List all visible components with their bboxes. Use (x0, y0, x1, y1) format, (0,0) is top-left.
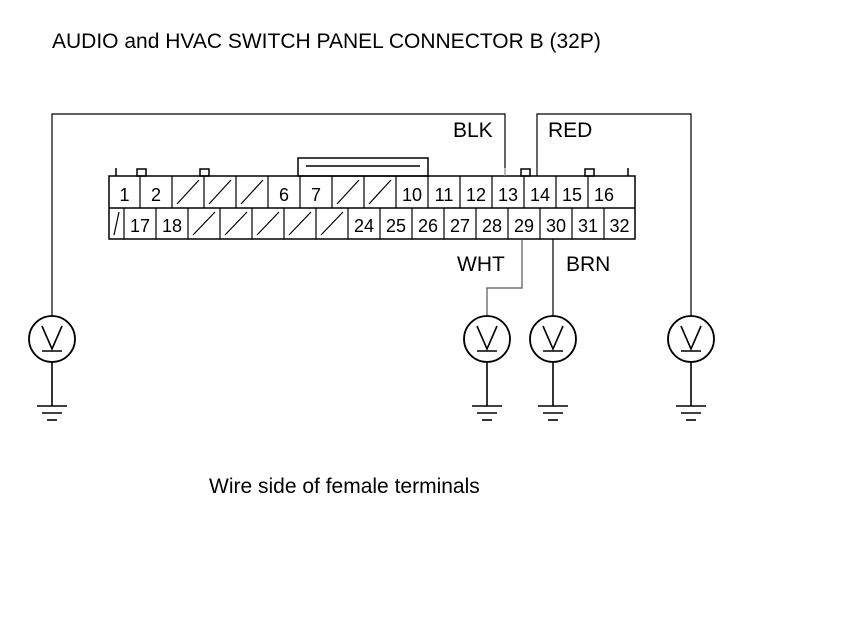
diagram-caption: Wire side of female terminals (209, 475, 480, 498)
bottom-row-terminal-29: 29 (514, 216, 534, 236)
voltmeters (28, 315, 715, 421)
connector-tab (584, 168, 595, 177)
wire-label-brn: BRN (566, 253, 610, 276)
diagram-title: AUDIO and HVAC SWITCH PANEL CONNECTOR B … (52, 30, 601, 53)
voltmeter-3 (529, 315, 577, 421)
blank-cavity-slash (336, 179, 360, 205)
top-row-terminal-2: 2 (151, 185, 161, 205)
voltmeter-icon (28, 315, 76, 363)
blank-cavity-slash (368, 179, 392, 205)
bottom-row-terminal-30: 30 (546, 216, 566, 236)
top-row-terminal-13: 13 (498, 185, 518, 205)
bottom-row-terminal-25: 25 (386, 216, 406, 236)
ground-icon (676, 362, 706, 421)
top-row-terminal-7: 7 (311, 185, 321, 205)
top-row-terminal-15: 15 (562, 185, 582, 205)
voltmeter-v-glyph (680, 325, 702, 352)
top-row-terminal-12: 12 (466, 185, 486, 205)
ground-icon (37, 362, 67, 421)
bottom-row-terminal-24: 24 (354, 216, 374, 236)
voltmeter-v-glyph (476, 325, 498, 352)
bottom-row-terminal-28: 28 (482, 216, 502, 236)
bottom-row-terminal-32: 32 (609, 216, 629, 236)
top-row-terminal-11: 11 (435, 185, 454, 205)
connector-tab (136, 168, 147, 177)
connector-body (108, 157, 636, 240)
blank-cavity-slash (288, 211, 312, 236)
bottom-row-terminal-18: 18 (162, 216, 182, 236)
top-row-terminal-6: 6 (279, 185, 289, 205)
wire-wht (486, 239, 523, 316)
bottom-row-terminal-31: 31 (578, 216, 598, 236)
blank-cavity-slash (208, 179, 232, 205)
voltmeter-1 (28, 315, 76, 421)
blank-cavity-slash (113, 211, 120, 236)
top-row-terminal-14: 14 (530, 185, 550, 205)
bottom-row-terminal-27: 27 (450, 216, 470, 236)
blank-cavity-slash (224, 211, 248, 236)
voltmeter-icon (463, 315, 511, 363)
connector-tab (199, 168, 210, 177)
bottom-row-terminal-26: 26 (418, 216, 438, 236)
blank-cavity-slash (176, 179, 200, 205)
wire-red (536, 113, 692, 316)
connector-latch-main (297, 157, 429, 177)
blank-cavity-slash (240, 179, 264, 205)
top-row-terminal-10: 10 (402, 185, 422, 205)
ground-icon (472, 362, 502, 421)
voltmeter-4 (667, 315, 715, 421)
top-row-terminal-1: 1 (119, 185, 129, 205)
wire-label-blk: BLK (453, 119, 493, 142)
ground-icon (538, 362, 568, 421)
connector-tab (520, 168, 531, 177)
wire-label-red: RED (548, 119, 592, 142)
voltmeter-icon (529, 315, 577, 363)
blank-cavity-slash (256, 211, 280, 236)
blank-cavity-slash (192, 211, 216, 236)
voltmeter-v-glyph (41, 325, 63, 352)
blank-cavity-slash (320, 211, 344, 236)
connector-blank-cavities (113, 179, 392, 236)
wires (51, 113, 692, 316)
bottom-row-terminal-17: 17 (130, 216, 150, 236)
wire-left-probe (51, 113, 506, 316)
top-row-terminal-16: 16 (594, 185, 614, 205)
voltmeter-v-glyph (542, 325, 564, 352)
voltmeter-2 (463, 315, 511, 421)
wire-label-wht: WHT (457, 253, 505, 276)
voltmeter-icon (667, 315, 715, 363)
connector-bottom-row-labels: 17 18 24 25 26 27 28 29 30 31 32 (130, 216, 630, 236)
connector-cell-dividers (123, 176, 605, 239)
